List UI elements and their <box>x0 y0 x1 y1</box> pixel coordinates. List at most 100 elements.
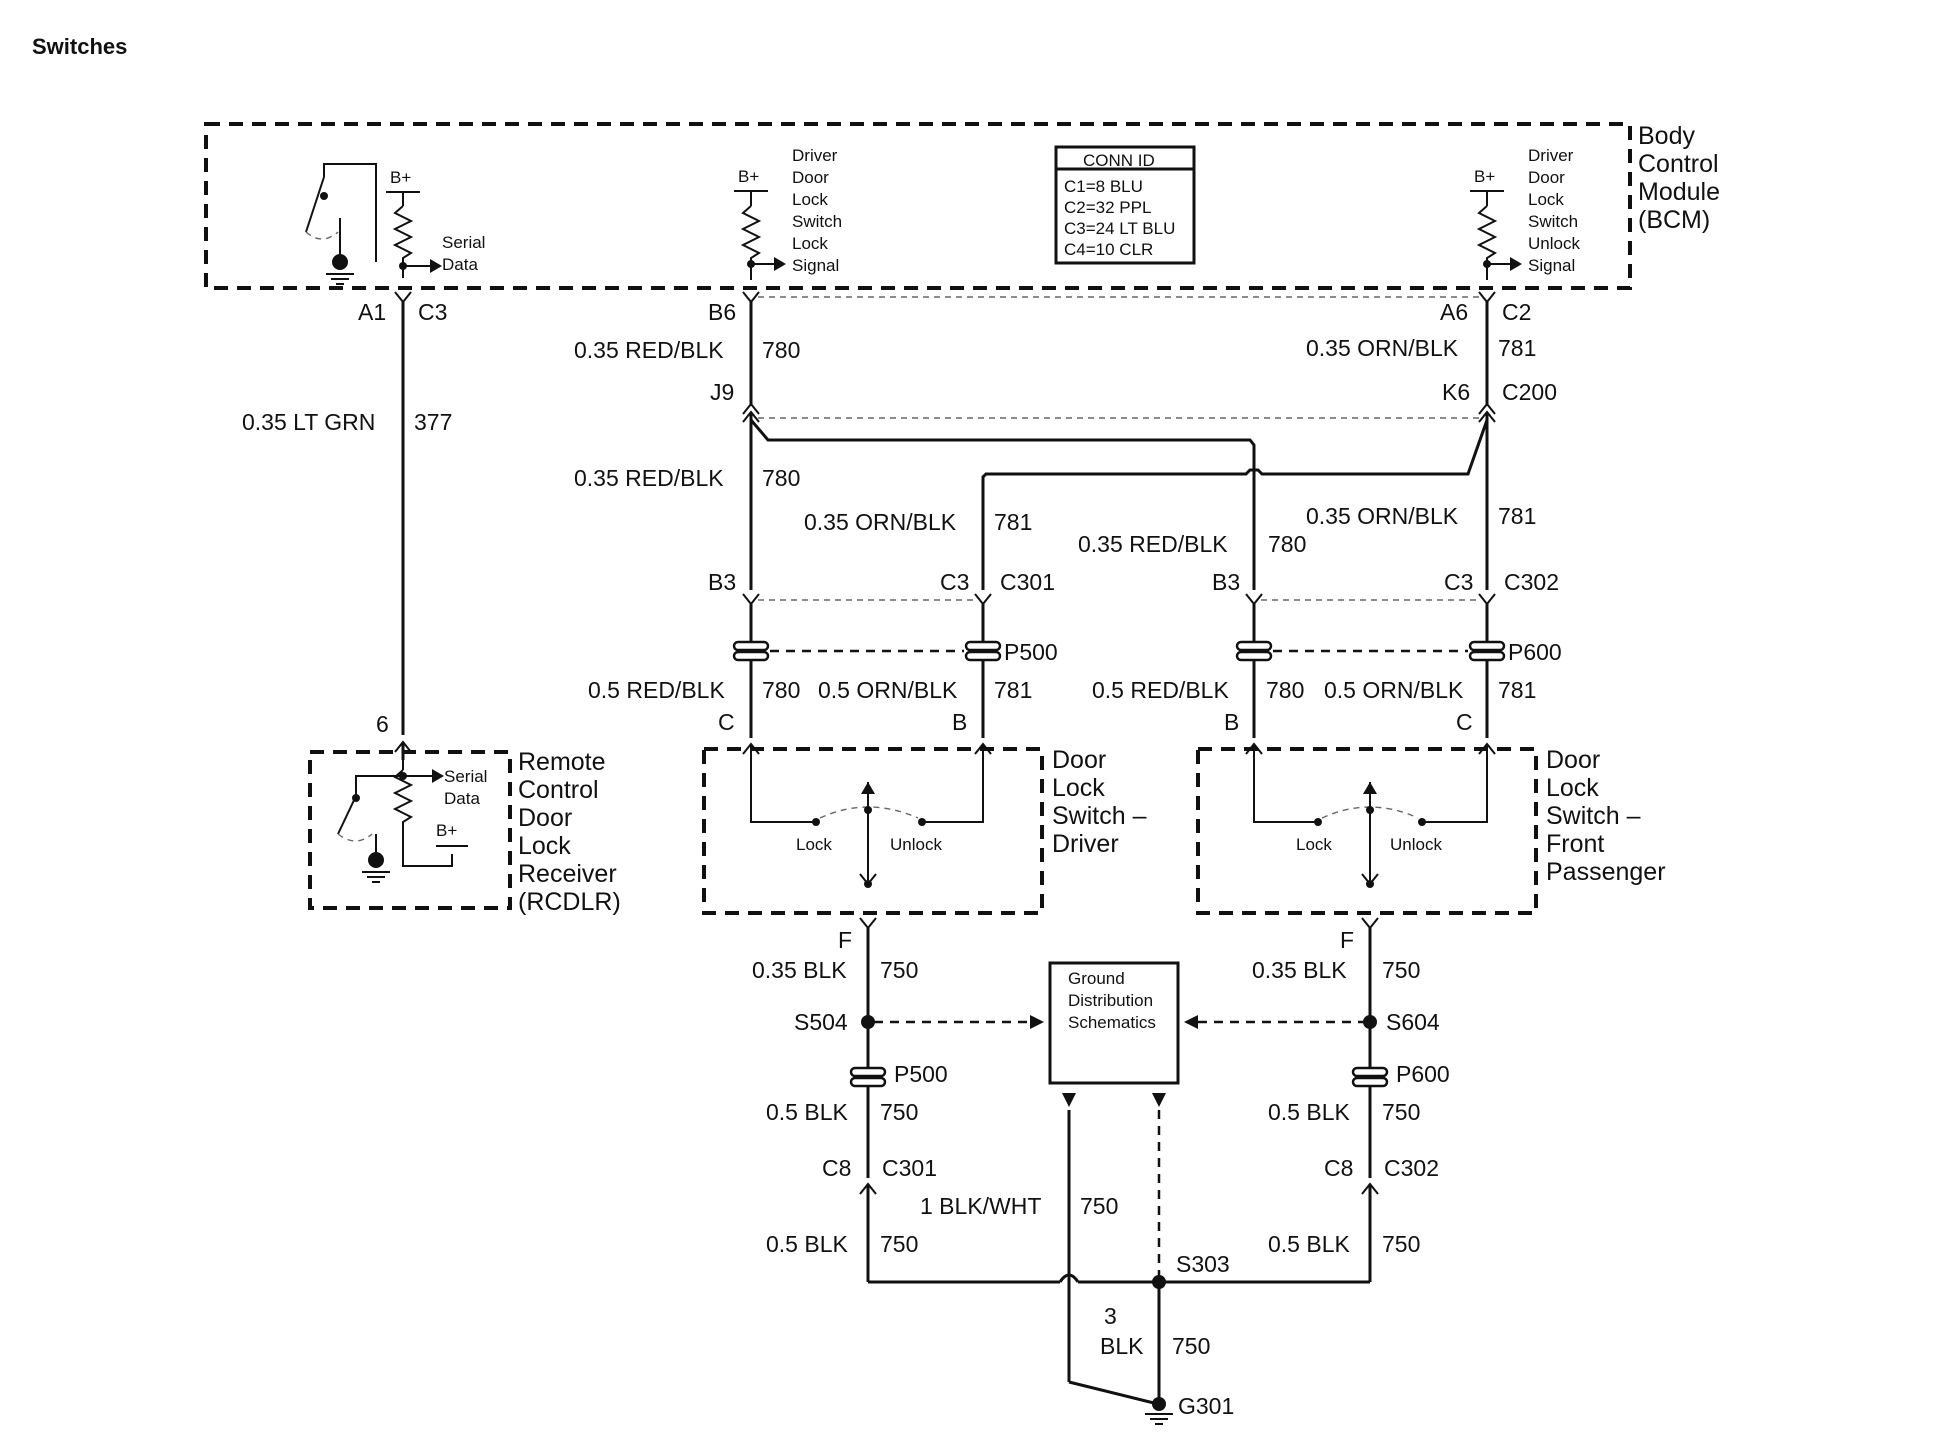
svg-text:Driver: Driver <box>1052 830 1119 858</box>
svg-text:B: B <box>1224 709 1239 735</box>
svg-text:C301: C301 <box>1000 569 1055 595</box>
svg-text:0.35 ORN/BLK: 0.35 ORN/BLK <box>1306 503 1459 529</box>
svg-text:A6: A6 <box>1440 299 1468 325</box>
svg-text:Schematics: Schematics <box>1068 1013 1156 1032</box>
bcm-box <box>204 122 1632 290</box>
svg-text:C1=8 BLU: C1=8 BLU <box>1064 177 1143 196</box>
ground-right: F 0.35 BLK 750 S604 P600 0.5 BLK 750 C8 … <box>1252 917 1450 1282</box>
svg-text:780: 780 <box>762 677 800 703</box>
svg-text:B+: B+ <box>738 167 759 186</box>
svg-text:0.5 ORN/BLK: 0.5 ORN/BLK <box>818 677 958 703</box>
svg-text:Switch: Switch <box>1528 212 1578 231</box>
svg-text:781: 781 <box>1498 677 1536 703</box>
svg-text:Passenger: Passenger <box>1546 858 1666 886</box>
rcdlr-internal: B+ Serial Data <box>337 760 487 883</box>
svg-text:S604: S604 <box>1386 1009 1440 1035</box>
svg-text:750: 750 <box>880 1099 918 1125</box>
passthrough-p500: P500 <box>732 636 1058 665</box>
svg-text:781: 781 <box>994 677 1032 703</box>
svg-text:Switch –: Switch – <box>1546 802 1641 830</box>
svg-text:C8: C8 <box>1324 1155 1353 1181</box>
passenger-switch-name: Door Lock Switch – Front Passenger <box>1546 746 1666 886</box>
svg-text:Module: Module <box>1638 178 1720 206</box>
svg-text:Unlock: Unlock <box>1390 835 1442 854</box>
svg-text:Lock: Lock <box>1546 774 1599 802</box>
svg-text:Serial: Serial <box>444 767 487 786</box>
svg-text:3: 3 <box>1104 1303 1117 1329</box>
svg-text:780: 780 <box>1266 677 1304 703</box>
wire-780: B6 0.35 RED/BLK 780 J9 0.35 RED/BLK 780 … <box>574 291 1306 590</box>
bcm-unlock-signal-circuit: B+ Driver Door Lock Switch Unlock Signal <box>1470 146 1580 280</box>
svg-text:0.5 BLK: 0.5 BLK <box>1268 1231 1350 1257</box>
svg-text:J9: J9 <box>710 379 734 405</box>
svg-text:750: 750 <box>880 1231 918 1257</box>
svg-text:Door: Door <box>1052 746 1106 774</box>
svg-text:Lock: Lock <box>796 835 832 854</box>
ground-bus: 1 BLK/WHT 750 S303 3 BLK 750 G301 <box>868 1110 1370 1425</box>
svg-text:Lock: Lock <box>1052 774 1105 802</box>
svg-text:S303: S303 <box>1176 1251 1230 1277</box>
svg-text:780: 780 <box>762 465 800 491</box>
svg-text:Lock: Lock <box>1296 835 1332 854</box>
svg-text:P500: P500 <box>894 1061 948 1087</box>
svg-text:0.35 RED/BLK: 0.35 RED/BLK <box>1078 531 1228 557</box>
ground-left: F 0.35 BLK 750 S504 P500 0.5 BLK 750 C8 … <box>752 917 948 1282</box>
svg-text:C301: C301 <box>882 1155 937 1181</box>
driver-switch-box <box>702 747 1044 915</box>
svg-text:Door: Door <box>518 804 572 832</box>
svg-text:B+: B+ <box>1474 167 1495 186</box>
svg-text:0.35 RED/BLK: 0.35 RED/BLK <box>574 465 724 491</box>
svg-text:Receiver: Receiver <box>518 860 617 888</box>
svg-text:Switch –: Switch – <box>1052 802 1147 830</box>
svg-text:1 BLK/WHT: 1 BLK/WHT <box>920 1193 1041 1219</box>
svg-text:C200: C200 <box>1502 379 1557 405</box>
svg-text:C3=24 LT BLU: C3=24 LT BLU <box>1064 219 1175 238</box>
svg-text:B+: B+ <box>390 168 411 187</box>
svg-text:Data: Data <box>442 255 478 274</box>
svg-text:B: B <box>952 709 967 735</box>
svg-text:780: 780 <box>762 337 800 363</box>
connector-c302: B3 C3 C302 <box>1212 569 1559 636</box>
driver-switch-name: Door Lock Switch – Driver <box>1052 746 1147 858</box>
svg-text:750: 750 <box>1382 957 1420 983</box>
svg-text:750: 750 <box>1080 1193 1118 1219</box>
svg-text:Switch: Switch <box>792 212 842 231</box>
svg-text:C2: C2 <box>1502 299 1531 325</box>
svg-text:781: 781 <box>1498 503 1536 529</box>
svg-text:Unlock: Unlock <box>890 835 942 854</box>
svg-text:C3: C3 <box>418 299 447 325</box>
svg-text:0.35 RED/BLK: 0.35 RED/BLK <box>574 337 724 363</box>
svg-text:Distribution: Distribution <box>1068 991 1153 1010</box>
svg-text:Signal: Signal <box>792 256 839 275</box>
svg-text:Lock: Lock <box>792 234 828 253</box>
svg-text:Control: Control <box>518 776 599 804</box>
svg-text:B3: B3 <box>1212 569 1240 595</box>
svg-text:S504: S504 <box>794 1009 848 1035</box>
svg-text:P600: P600 <box>1396 1061 1450 1087</box>
svg-text:Unlock: Unlock <box>1528 234 1580 253</box>
svg-text:B3: B3 <box>708 569 736 595</box>
conn-id-table: CONN ID C1=8 BLU C2=32 PPL C3=24 LT BLU … <box>1054 145 1196 265</box>
wire-377: A1 C3 0.35 LT GRN 377 6 <box>242 291 452 760</box>
svg-text:Lock: Lock <box>518 832 571 860</box>
svg-text:0.5 BLK: 0.5 BLK <box>1268 1099 1350 1125</box>
driver-switch-internal: Lock Unlock <box>750 744 984 888</box>
svg-text:0.5 BLK: 0.5 BLK <box>766 1099 848 1125</box>
rcdlr-name: Remote Control Door Lock Receiver (RCDLR… <box>518 748 621 916</box>
passenger-switch-box <box>1196 747 1538 915</box>
svg-text:750: 750 <box>1172 1333 1210 1359</box>
svg-text:0.5 RED/BLK: 0.5 RED/BLK <box>588 677 725 703</box>
svg-text:Front: Front <box>1546 830 1604 858</box>
svg-text:0.35 LT GRN: 0.35 LT GRN <box>242 409 375 435</box>
svg-text:Driver: Driver <box>1528 146 1574 165</box>
svg-text:750: 750 <box>1382 1231 1420 1257</box>
svg-text:F: F <box>1340 927 1354 953</box>
svg-text:781: 781 <box>994 509 1032 535</box>
svg-text:Door: Door <box>1528 168 1565 187</box>
svg-text:Data: Data <box>444 789 480 808</box>
diagram-title: Switches <box>32 34 127 59</box>
wire-781: A6 C2 0.35 ORN/BLK 781 K6 C200 0.35 ORN/… <box>804 291 1557 590</box>
svg-text:P600: P600 <box>1508 639 1562 665</box>
svg-text:0.5 RED/BLK: 0.5 RED/BLK <box>1092 677 1229 703</box>
